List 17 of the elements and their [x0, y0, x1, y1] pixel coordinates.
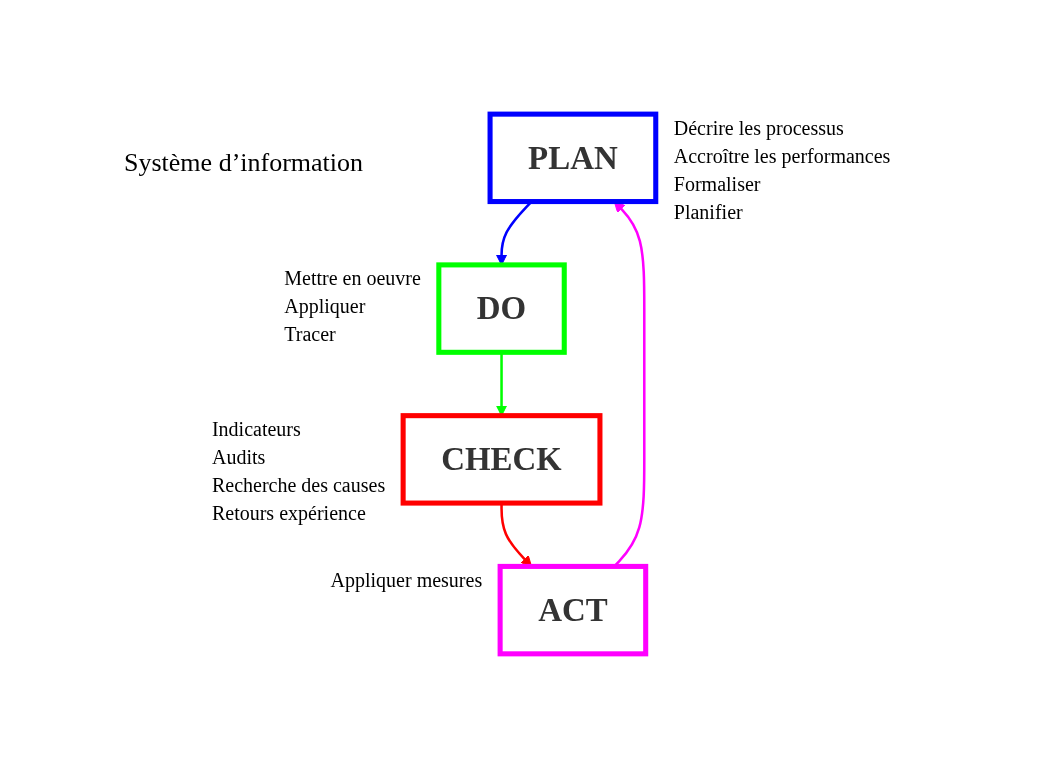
note-text: Planifier: [673, 199, 744, 225]
node-box: CHECK: [400, 412, 603, 506]
note-text: Retours expérience: [211, 501, 367, 527]
note-text: Mettre en oeuvre: [284, 266, 421, 292]
node-box: DO: [436, 261, 567, 355]
center-label: Système d’information: [124, 148, 364, 179]
note-text: Audits: [211, 445, 267, 471]
note-text: Décrire les processus: [673, 115, 845, 142]
node-box: ACT: [497, 563, 649, 656]
note-text: Accroître les performances: [673, 143, 891, 170]
node-box: PLAN: [487, 111, 659, 204]
note-text: Indicateurs: [211, 417, 302, 443]
note-text: Tracer: [284, 322, 337, 348]
note-text: Appliquer: [284, 294, 367, 320]
note-text: Appliquer mesures: [330, 567, 483, 594]
note-text: Formaliser: [673, 171, 762, 197]
note-text: Recherche des causes: [211, 473, 386, 499]
